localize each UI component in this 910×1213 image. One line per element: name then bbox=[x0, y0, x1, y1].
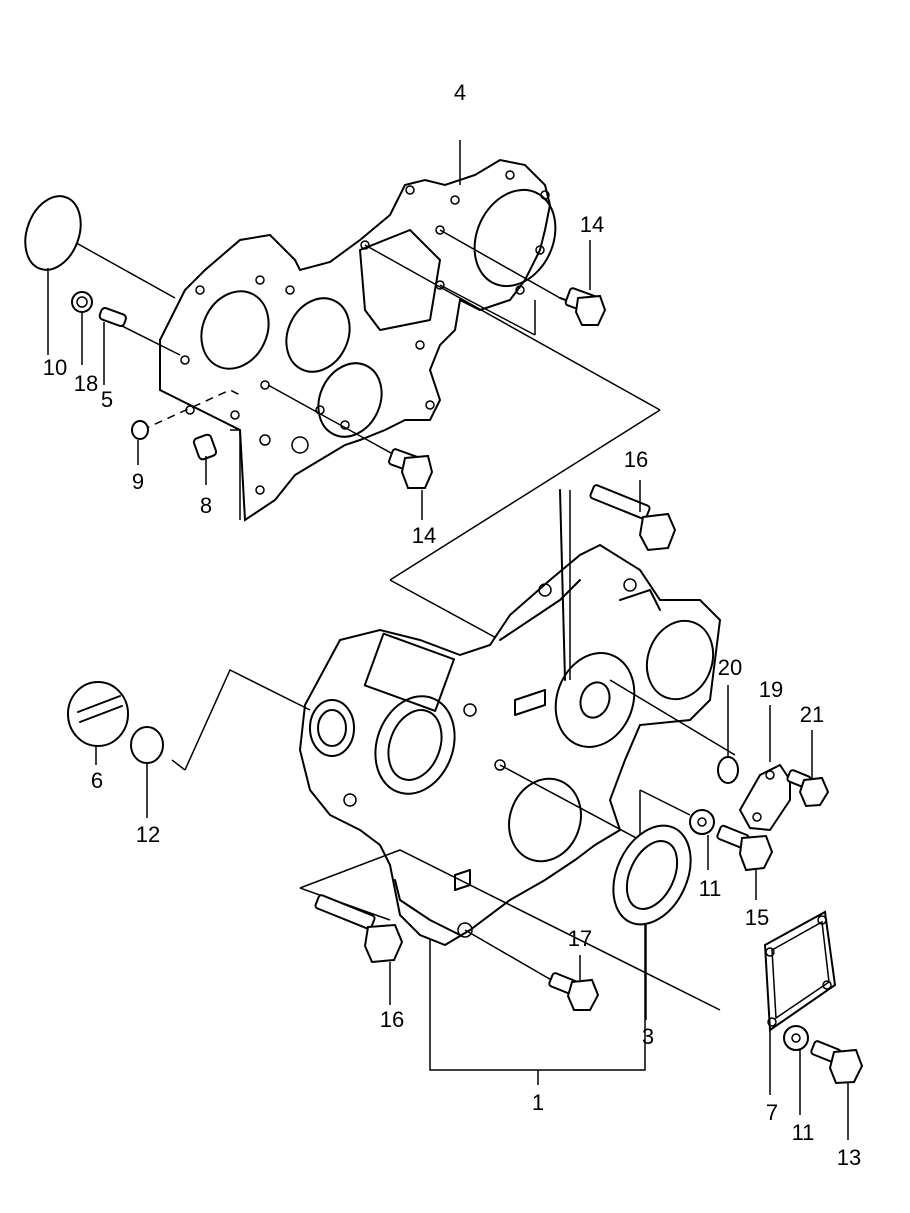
callout-11-lower: 11 bbox=[792, 1120, 815, 1145]
callout-10: 10 bbox=[43, 355, 67, 380]
bolt-15 bbox=[716, 824, 774, 900]
callout-21: 21 bbox=[800, 702, 824, 727]
callout-8: 8 bbox=[200, 493, 212, 518]
gasket-plate-4 bbox=[159, 158, 557, 522]
callout-14-upper: 14 bbox=[580, 212, 604, 237]
leader-lines-upper bbox=[61, 140, 661, 641]
plug-6 bbox=[67, 681, 129, 765]
bolt-16-lower bbox=[314, 894, 404, 1005]
bolt-13 bbox=[810, 1040, 864, 1140]
callout-17: 17 bbox=[568, 926, 592, 951]
leader-lines-lower bbox=[171, 490, 736, 1085]
callout-16-lower: 16 bbox=[380, 1007, 404, 1032]
bolt-16-upper bbox=[589, 480, 677, 552]
dowel-pin-8 bbox=[192, 433, 218, 485]
callout-1: 1 bbox=[532, 1090, 544, 1115]
callout-3: 3 bbox=[642, 1024, 654, 1049]
bolt-14-upper bbox=[559, 240, 607, 326]
callout-16-upper: 16 bbox=[624, 447, 648, 472]
callout-labels: 4 14 10 18 5 9 8 14 16 20 19 21 6 12 11 … bbox=[43, 80, 861, 1170]
callout-7: 7 bbox=[766, 1100, 778, 1125]
timing-cover-housing-1 bbox=[298, 489, 722, 947]
oring-20 bbox=[717, 685, 739, 784]
washer-11-upper bbox=[689, 809, 715, 870]
callout-6: 6 bbox=[91, 768, 103, 793]
bolt-17 bbox=[548, 955, 600, 1011]
callout-12: 12 bbox=[136, 822, 160, 847]
callout-18: 18 bbox=[74, 371, 98, 396]
callout-11-upper: 11 bbox=[699, 876, 722, 901]
stud-5 bbox=[98, 307, 127, 385]
washer-11-lower bbox=[783, 1025, 809, 1115]
callout-9: 9 bbox=[132, 469, 144, 494]
cover-plate-19 bbox=[738, 705, 791, 832]
callout-14-lower: 14 bbox=[412, 523, 436, 548]
washer-9 bbox=[131, 420, 149, 465]
bolt-21 bbox=[786, 730, 830, 808]
nut-18 bbox=[71, 291, 93, 365]
callout-20: 20 bbox=[718, 655, 742, 680]
callout-19: 19 bbox=[759, 677, 783, 702]
callout-15: 15 bbox=[745, 905, 769, 930]
oring-12 bbox=[130, 726, 164, 818]
callout-5: 5 bbox=[101, 387, 113, 412]
callout-13: 13 bbox=[837, 1145, 861, 1170]
bolt-14-lower bbox=[388, 448, 434, 520]
oring-10 bbox=[24, 195, 82, 271]
callout-4: 4 bbox=[454, 80, 466, 105]
cover-plate-7 bbox=[763, 910, 837, 1095]
oil-seal-3 bbox=[612, 824, 692, 1020]
